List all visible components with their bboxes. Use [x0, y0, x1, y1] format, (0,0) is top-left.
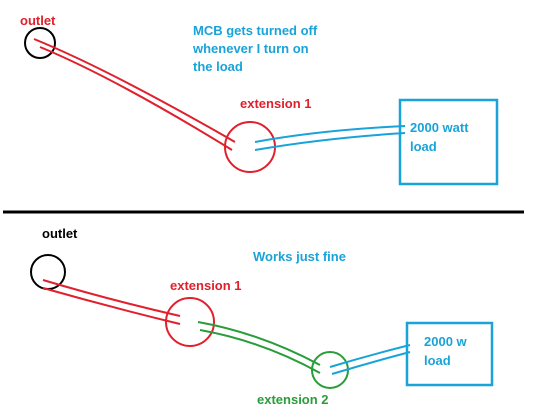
bottom-load-line-1: 2000 w [424, 334, 468, 349]
top-caption-line-2: whenever I turn on [192, 41, 309, 56]
bottom-caption: Works just fine [253, 249, 346, 264]
top-extension1-label: extension 1 [240, 96, 312, 111]
bottom-green-cable-lower [199, 329, 321, 374]
top-red-cable-lower [39, 46, 233, 151]
bottom-green-cable-upper [197, 321, 321, 366]
top-load-line-2: load [410, 139, 437, 154]
bottom-extension2-label: extension 2 [257, 392, 329, 407]
top-caption-line-1: MCB gets turned off [193, 23, 318, 38]
top-outlet-circle [24, 27, 56, 59]
bottom-scenario: outlet Works just fine extension 1 exten… [30, 226, 494, 407]
top-caption-line-3: the load [193, 59, 243, 74]
top-load-box [398, 98, 499, 186]
top-outlet-label: outlet [20, 13, 56, 28]
bottom-extension1-circle [165, 297, 215, 347]
bottom-outlet-label: outlet [42, 226, 78, 241]
top-blue-cable-lower [254, 132, 406, 151]
top-load-line-1: 2000 watt [410, 120, 469, 135]
top-blue-cable-upper [254, 125, 406, 143]
top-scenario: outlet MCB gets turned off whenever I tu… [20, 13, 499, 186]
bottom-extension1-label: extension 1 [170, 278, 242, 293]
bottom-red-cable-upper [42, 279, 181, 317]
bottom-load-line-2: load [424, 353, 451, 368]
top-red-cable-upper [33, 38, 236, 143]
bottom-outlet-circle [30, 254, 66, 290]
bottom-load-box [405, 321, 494, 387]
bottom-blue-cable-lower [331, 351, 411, 375]
bottom-red-cable-lower [42, 287, 181, 325]
bottom-blue-cable-upper [329, 344, 411, 368]
